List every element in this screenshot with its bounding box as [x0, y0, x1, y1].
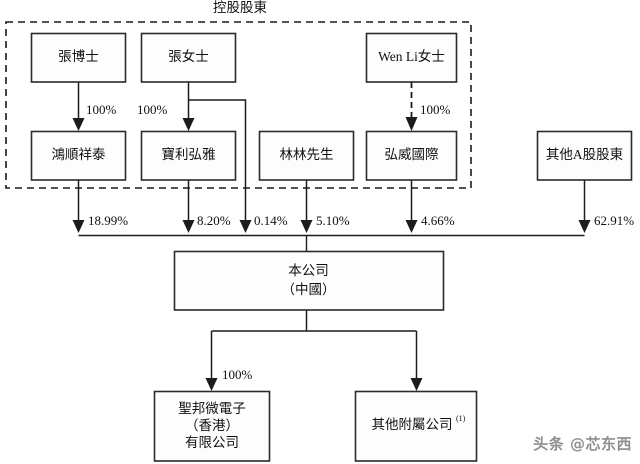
node-linlin-label: 林林先生	[280, 147, 334, 162]
node-hongshun[interactable]: 鴻順祥泰	[30, 130, 127, 181]
arrow-head-zhangms-company	[239, 220, 252, 233]
group-title: 控股股東	[213, 0, 267, 15]
watermark: 头条 @芯东西	[533, 435, 632, 453]
edge-zhangms-company	[188, 99, 247, 222]
edge-label-baoli-company: 8.20%	[197, 213, 231, 228]
node-zhang-ms-label: 張女士	[168, 48, 209, 64]
arrow-head-hongwei-company	[405, 220, 418, 233]
node-zhang-dr[interactable]: 張博士	[30, 32, 127, 83]
arrow-head-hongshun-company	[72, 220, 85, 233]
node-sgmicro-hk-line3: 有限公司	[185, 435, 239, 450]
node-baoli[interactable]: 寶利弘雅	[140, 130, 237, 181]
arrow-head-company-othersubs	[410, 378, 423, 391]
node-company-label-line1: 本公司	[288, 263, 329, 278]
arrow-head-linlin-company	[300, 220, 313, 233]
controlling-shareholder-group-box	[5, 21, 472, 189]
edge-label-wenli-hongwei: 100%	[420, 102, 451, 117]
node-hongwei-label: 弘威國際	[385, 147, 439, 162]
edge-label-linlin-company: 5.10%	[316, 213, 350, 228]
node-wen-li-ms-label: Wen Li女士	[378, 48, 445, 64]
arrow-head-otherashares-company	[578, 220, 591, 233]
node-sgmicro-hk-line2: （香港）	[185, 418, 239, 433]
edge-label-company-sgmicro: 100%	[222, 367, 253, 382]
node-other-subs-superscript: (1)	[456, 414, 466, 423]
node-baoli-label: 寶利弘雅	[162, 147, 216, 162]
arrow-head-zhangdr-hongshun	[72, 118, 85, 131]
node-other-a-shares[interactable]: 其他A股股東	[536, 130, 633, 181]
node-hongshun-label: 鴻順祥泰	[52, 147, 106, 162]
node-company[interactable]: 本公司 （中國）	[173, 250, 445, 311]
edge-label-hongwei-company: 4.66%	[421, 213, 455, 228]
edge-label-zhangms-baoli: 100%	[137, 102, 168, 117]
node-hongwei[interactable]: 弘威國際	[365, 130, 458, 181]
node-other-a-shares-label: 其他A股股東	[546, 147, 623, 162]
node-sgmicro-hk[interactable]: 聖邦微電子 （香港） 有限公司	[153, 390, 271, 462]
edge-label-zhangdr-hongshun: 100%	[86, 102, 117, 117]
node-wen-li-ms[interactable]: Wen Li女士	[365, 32, 458, 83]
arrow-head-zhangms-baoli	[182, 118, 195, 131]
edge-label-zhangms-company-pct: 0.14%	[254, 213, 288, 228]
node-zhang-dr-label: 張博士	[58, 48, 99, 64]
node-linlin[interactable]: 林林先生	[258, 130, 355, 181]
arrow-head-wenli-hongwei	[405, 117, 418, 131]
edge-label-hongshun-company: 18.99%	[88, 213, 128, 228]
edge-label-otherashares-company: 62.91%	[594, 213, 634, 228]
node-company-label-line2: （中國）	[282, 282, 336, 297]
node-sgmicro-hk-line1: 聖邦微電子	[178, 401, 246, 416]
arrow-head-baoli-company	[182, 220, 195, 233]
node-other-subs[interactable]: 其他附屬公司 (1)	[354, 390, 478, 462]
node-other-subs-label: 其他附屬公司	[372, 417, 453, 432]
arrow-head-company-sgmicro	[205, 378, 218, 391]
node-zhang-ms[interactable]: 張女士	[140, 32, 237, 83]
